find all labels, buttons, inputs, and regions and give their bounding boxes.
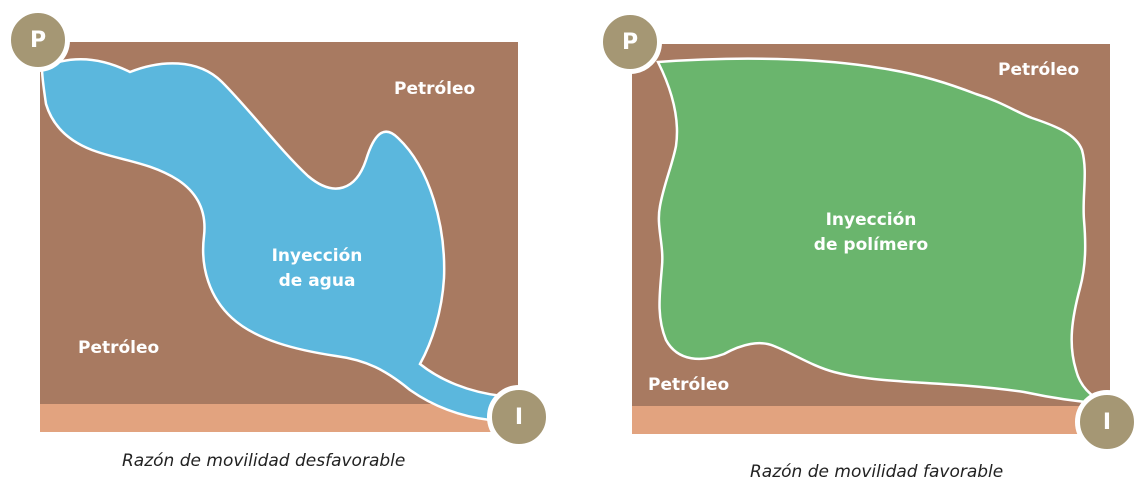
oil-label-bottom: Petróleo — [648, 375, 729, 395]
water-injection-label-line1: Inyección — [262, 244, 372, 269]
polymer-injection-label: Inyección de polímero — [806, 208, 936, 258]
left-caption: Razón de movilidad desfavorable — [122, 451, 405, 471]
right-diagram-panel: Inyección de polímero Petróleo Petróleo … — [580, 0, 1140, 481]
producer-well-badge: P — [598, 10, 662, 74]
water-injection-label-line2: de agua — [262, 269, 372, 294]
polymer-injection-label-line1: Inyección — [806, 208, 936, 233]
base-layer — [632, 406, 1110, 434]
injector-well-badge: I — [487, 385, 551, 449]
oil-label-top: Petróleo — [998, 60, 1079, 80]
left-diagram-panel: Inyección de agua Petróleo Petróleo P I … — [0, 0, 560, 481]
oil-label-bottom: Petróleo — [78, 338, 159, 358]
injector-well-badge: I — [1075, 390, 1139, 454]
polymer-injection-label-line2: de polímero — [806, 233, 936, 258]
producer-well-badge: P — [6, 8, 70, 72]
water-injection-label: Inyección de agua — [262, 244, 372, 294]
oil-label-top: Petróleo — [394, 79, 475, 99]
right-caption: Razón de movilidad favorable — [750, 462, 1003, 482]
left-diagram-graphic — [0, 0, 560, 481]
